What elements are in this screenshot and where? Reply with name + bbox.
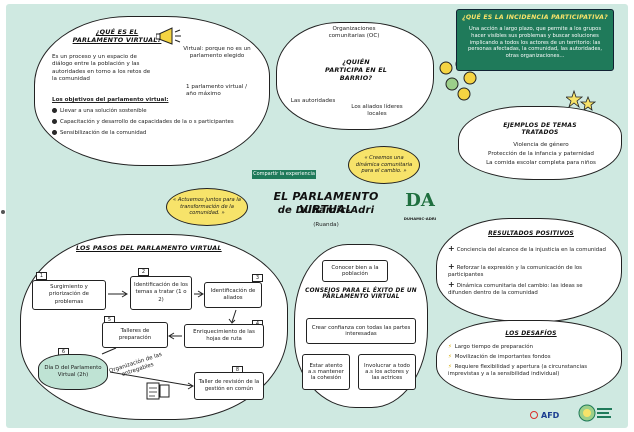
checklist-icon — [146, 382, 170, 400]
quien-title: ¿Quién participa en el barrio? — [324, 58, 388, 82]
resultado-item: +Reforzar la expresión y la comunicación… — [448, 262, 582, 279]
consejos-title: Consejos para el éxito de un parlamento … — [305, 288, 417, 300]
compartir-tag: Compartir la experiencia — [252, 170, 316, 179]
desafio-item: ⚡Largo tiempo de preparación — [448, 344, 533, 350]
que-es-title: ¿Qué es el parlamento virtual? — [72, 28, 162, 44]
objective-item: Sensibilización de la comunidad — [52, 130, 252, 137]
ejemplos-title: Ejemplos de temas tratados — [503, 122, 577, 136]
step-number: 2 — [138, 268, 149, 276]
afd-circle-icon — [530, 411, 538, 419]
virtual-note: Virtual: porque no es un parlamento eleg… — [183, 46, 251, 60]
step-note: Día D del Parlamento Virtual (2h) — [38, 354, 108, 390]
frequency-note: 1 parlamento virtual / año máximo — [186, 84, 247, 98]
quote-top: « Creemos una dinámica comunitaria para … — [348, 146, 420, 184]
quote-left: « Actuemos juntos para la transformación… — [166, 188, 248, 226]
ejemplo-item: La comida escolar completa para niños — [486, 160, 596, 166]
resultados-title: Resultados positivos — [488, 230, 574, 237]
stars-icon — [564, 89, 597, 115]
objectives-title: Los objetivos del parlamento virtual: — [52, 97, 169, 103]
step-note: Identificación de aliados — [204, 282, 262, 308]
consejo-item: Conocer bien a la población — [322, 260, 388, 282]
center-title-2: de Duhamic-Adri — [277, 205, 375, 216]
que-es-definition: Es un proceso y un espacio de diálogo en… — [52, 54, 151, 82]
objective-item: Llevar a una solución sostenible — [52, 108, 252, 115]
center-subtitle: (Ruanda) — [313, 222, 339, 228]
step-note: Surgimiento y priorización de problemas — [32, 280, 106, 310]
pasos-title: Los pasos del parlamento virtual — [76, 244, 222, 252]
ejemplos-cloud — [458, 106, 622, 180]
consejo-text: Estar atento a.s mantener la cohesión — [308, 363, 344, 381]
desafios-cloud — [436, 320, 622, 400]
step-number: 3 — [252, 274, 263, 282]
quien-autoridades: Las autoridades — [290, 98, 336, 104]
step-note: Talleres de preparación — [102, 322, 168, 348]
incidencia-text: Una acción a largo plazo, que permite a … — [467, 26, 602, 59]
desafios-title: Los desafíos — [505, 330, 557, 337]
consejo-text: Conocer bien a la población — [331, 265, 379, 277]
que-es-cloud — [34, 16, 270, 166]
step-arrows — [101, 290, 237, 390]
step-note: Taller de revisión de la gestión en comú… — [194, 372, 264, 400]
incidencia-box — [456, 9, 614, 71]
ejemplo-item: Violencia de género — [513, 142, 569, 148]
desafio-item: ⚡Movilización de importantes fondos — [448, 354, 551, 360]
megaphone-icon — [155, 26, 182, 48]
poster-canvas: ¿Qué es el parlamento virtual? Es un pro… — [6, 4, 628, 428]
duhamic-logo: DA DUHAMIC-ADRI — [400, 190, 440, 224]
afd-text: AFD — [541, 410, 560, 420]
ejemplo-item: Protección de la infancia y paternidad — [488, 151, 594, 157]
lightning-icon: ⚡ — [448, 344, 452, 350]
step-label: Día D del Parlamento Virtual (2h) — [44, 364, 102, 378]
logo-text: DUHAMIC-ADRI — [403, 216, 437, 221]
consejo-text: Involucrar a todo a.s los actores y las … — [364, 363, 410, 381]
quien-lideres: Los aliados líderes locales — [351, 104, 403, 118]
logo-mark: DA — [405, 190, 435, 211]
step-note: Enriquecimiento de las hojas de ruta — [184, 324, 264, 348]
quien-cloud — [276, 22, 434, 130]
quien-oc: Organizaciones comunitarias (OC) — [328, 26, 380, 40]
resultado-item: +Dinámica comunitaria del cambio: las id… — [448, 280, 583, 297]
consejo-text: Crear confianza con todas las partes int… — [311, 325, 411, 337]
step-number: 1 — [36, 272, 47, 280]
side-dot — [1, 210, 5, 214]
lightning-icon: ⚡ — [448, 354, 452, 360]
desafio-item: ⚡Requiere flexibilidad y apertura (a cir… — [448, 364, 588, 378]
consejo-item: Crear confianza con todas las partes int… — [306, 318, 416, 344]
objective-item: Capacitación y desarrollo de capacidades… — [52, 119, 252, 126]
lightning-icon: ⚡ — [448, 364, 452, 370]
consejo-item: Estar atento a.s mantener la cohesión — [302, 354, 350, 390]
step-note: Identificación de los temas a tratar (1 … — [130, 276, 192, 310]
partner-logo — [578, 402, 614, 424]
incidencia-title: ¿Qué es la incidencia participativa? — [462, 14, 608, 21]
center-title-1: El parlamento virtual — [273, 190, 379, 216]
afd-logo: AFD — [530, 408, 570, 422]
resultado-item: +Conciencia del alcance de la injusticia… — [448, 244, 606, 253]
consejo-item: Involucrar a todo a.s los actores y las … — [358, 354, 416, 390]
